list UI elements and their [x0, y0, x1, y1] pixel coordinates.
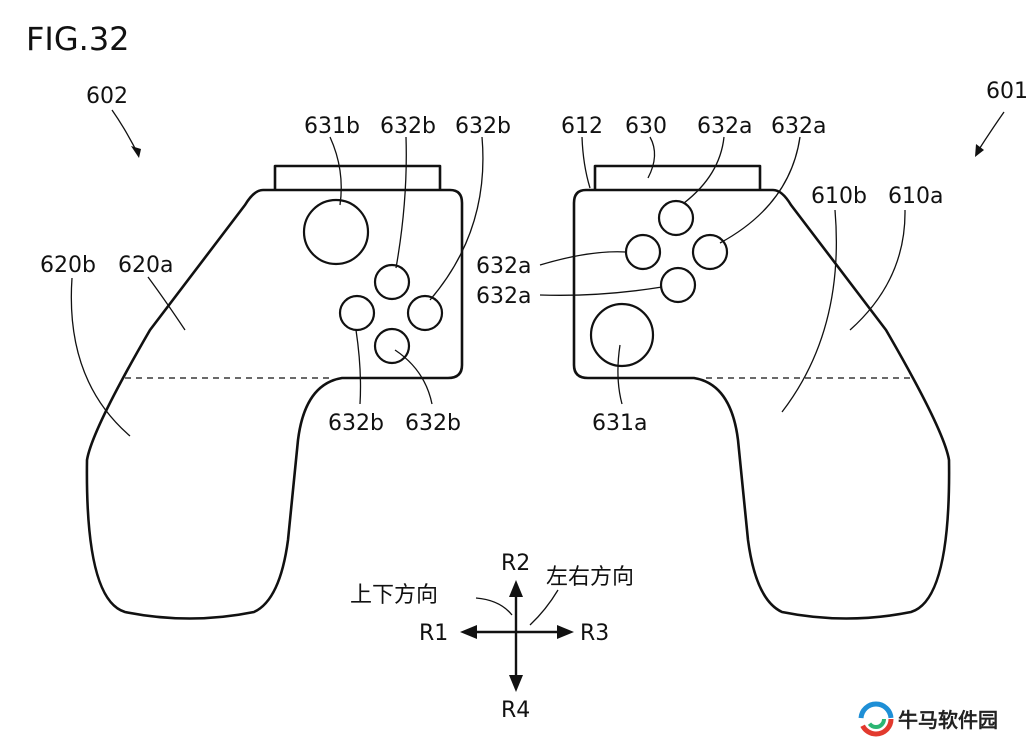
label-632b-top2: 632b [455, 114, 511, 139]
left-stick-631b [302, 198, 370, 266]
label-602: 602 [86, 84, 128, 109]
horizontal-direction-label: 左右方向 [546, 565, 634, 590]
leader-631b [329, 136, 342, 206]
direction-r1: R1 [419, 621, 448, 646]
leader-610b [781, 209, 838, 413]
left-controller [85, 164, 464, 620]
arrowhead-602 [131, 146, 141, 158]
direction-r3: R3 [580, 621, 609, 646]
label-610a: 610a [888, 184, 943, 209]
leader-630 [647, 136, 656, 179]
label-620a: 620a [118, 253, 173, 278]
right-button-right-632a [691, 233, 729, 271]
leader-612 [581, 136, 591, 189]
leader-632b-3 [355, 329, 362, 405]
label-630: 630 [625, 114, 667, 139]
leader-632a-3 [539, 251, 627, 266]
arrowhead-right [557, 625, 574, 639]
left-button-right-632b [406, 294, 444, 332]
label-612: 612 [561, 114, 603, 139]
right-stick-631a [589, 302, 655, 368]
arrowhead-up [509, 580, 523, 597]
figure-title: FIG.32 [26, 20, 130, 58]
leader-horizontal-label [529, 589, 559, 626]
watermark-logo-icon [858, 701, 894, 737]
watermark-text: 牛马软件园 [898, 708, 998, 732]
left-button-top-632b [373, 263, 411, 301]
label-631b: 631b [304, 114, 360, 139]
label-632a-side2: 632a [476, 284, 531, 309]
leader-632b-1 [395, 136, 407, 269]
right-controller-body [572, 188, 951, 620]
direction-r4: R4 [501, 698, 530, 723]
left-button-bottom-632b [373, 327, 411, 365]
left-controller-body [85, 188, 464, 620]
arrowhead-601 [975, 144, 984, 157]
right-controller-rail [593, 164, 762, 190]
leader-lines [70, 109, 1005, 437]
leader-632b-2 [429, 136, 484, 301]
leader-610a [849, 209, 906, 331]
right-button-left-632a [624, 233, 662, 271]
direction-r2: R2 [501, 551, 530, 576]
left-button-left-632b [338, 294, 376, 332]
label-631a: 631a [592, 411, 647, 436]
arrowhead-down [509, 675, 523, 692]
leader-620b [70, 277, 131, 437]
leader-632a-1 [683, 136, 725, 204]
label-610b: 610b [811, 184, 867, 209]
leader-vertical-label [475, 597, 513, 616]
label-632a-side1: 632a [476, 254, 531, 279]
label-632b-top1: 632b [380, 114, 436, 139]
label-632a-top2: 632a [771, 114, 826, 139]
label-632b-bottom2: 632b [405, 411, 461, 436]
leader-632a-2 [719, 136, 801, 244]
left-controller-rail [273, 164, 442, 190]
label-632b-bottom1: 632b [328, 411, 384, 436]
label-601: 601 [986, 79, 1028, 104]
leader-620a [147, 276, 186, 331]
vertical-direction-label: 上下方向 [350, 583, 438, 608]
leader-631a [617, 344, 623, 405]
right-controller [572, 164, 951, 620]
right-button-bottom-632a [659, 266, 697, 304]
label-632a-top1: 632a [697, 114, 752, 139]
leader-632b-4 [394, 349, 433, 405]
direction-indicator: R2 R1 R3 R4 上下方向 左右方向 [350, 551, 634, 723]
leader-632a-4 [539, 286, 663, 296]
arrowhead-left [460, 625, 477, 639]
right-button-top-632a [657, 199, 695, 237]
label-620b: 620b [40, 253, 96, 278]
reference-labels: 602 601 631b 632b 632b 612 630 632a 632a… [40, 79, 1028, 436]
watermark: 牛马软件园 [858, 701, 998, 737]
